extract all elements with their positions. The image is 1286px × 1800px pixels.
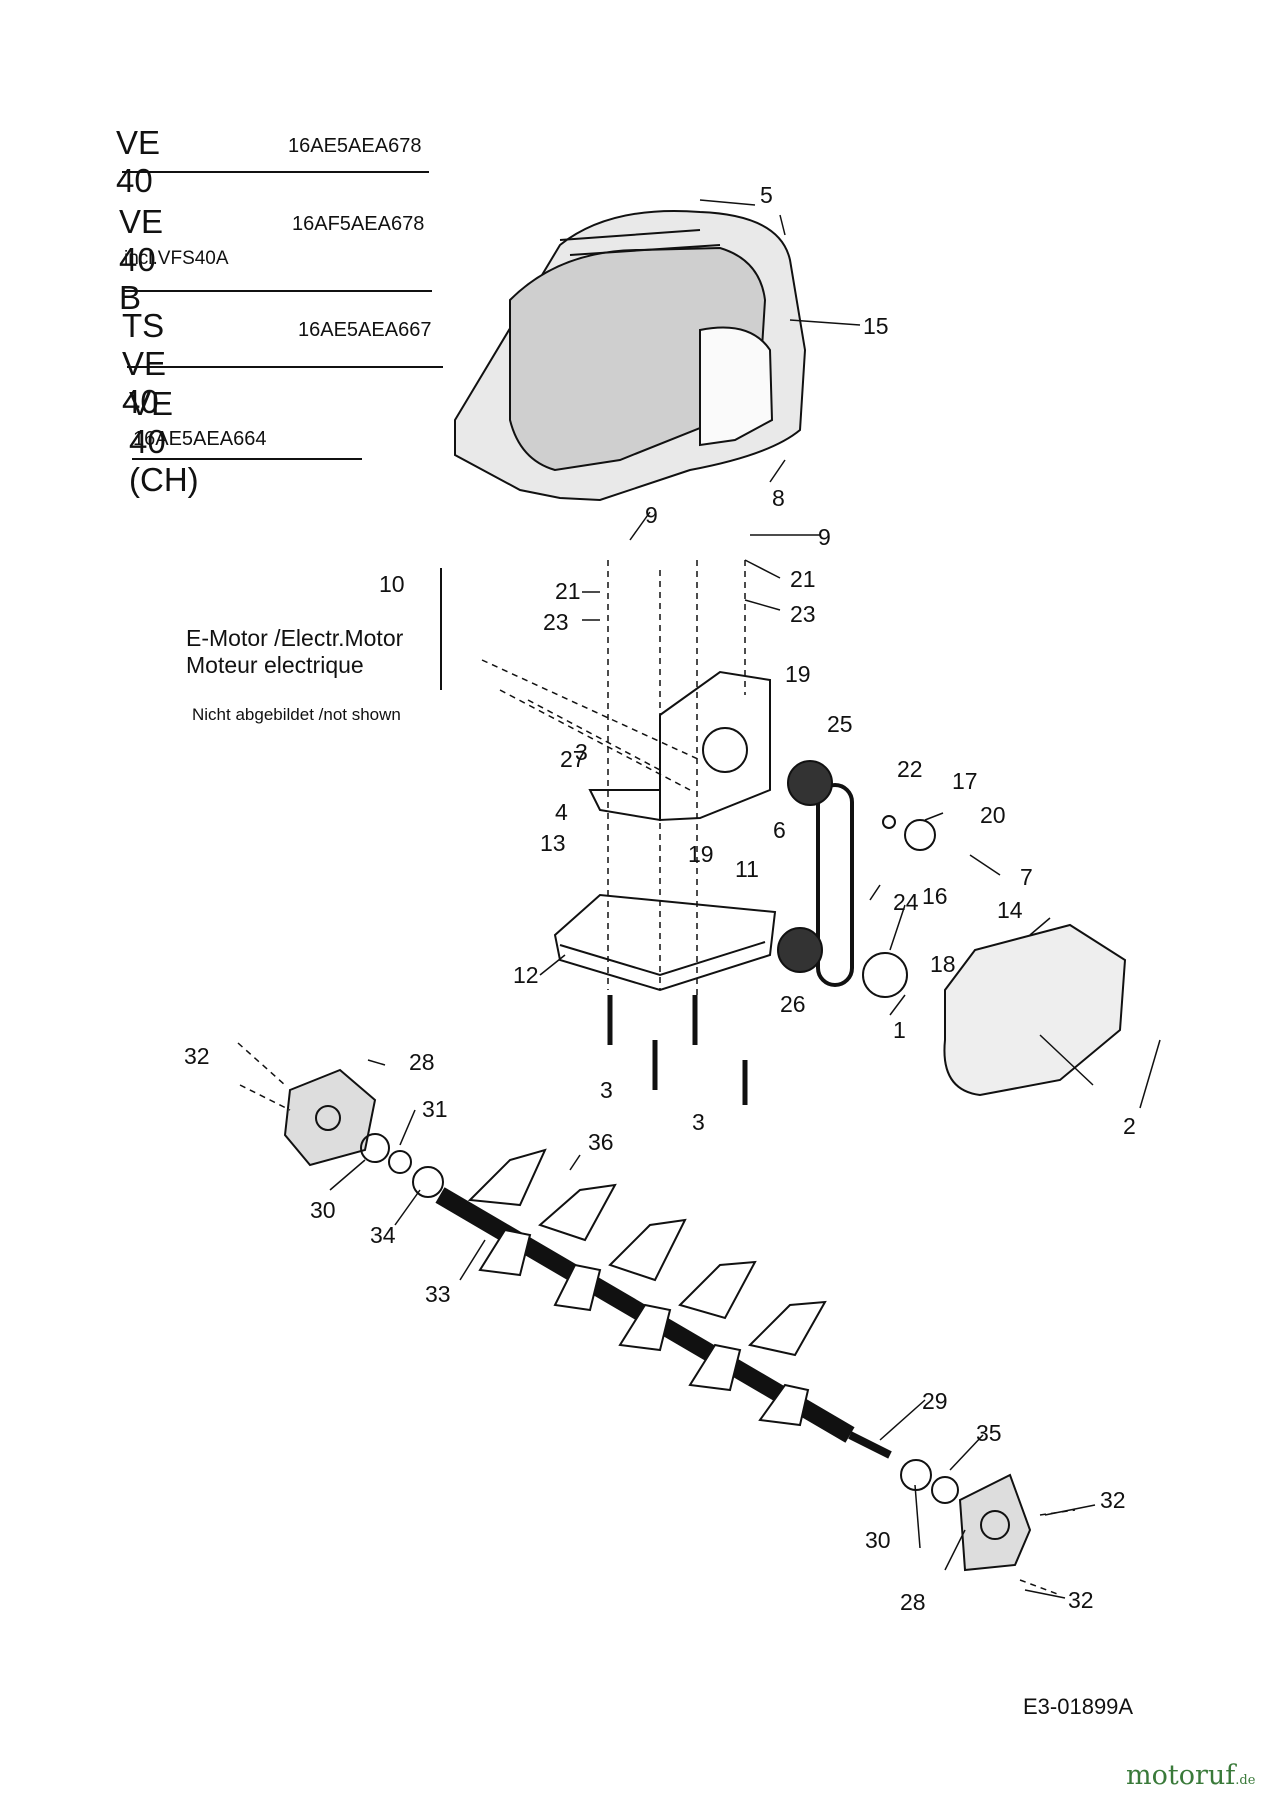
- callout: 19: [688, 841, 714, 867]
- brand-logo[interactable]: motoruf.de: [1126, 1760, 1255, 1791]
- model-code: 16AE5AEA667: [298, 319, 432, 341]
- bearing: [931, 1476, 959, 1504]
- callout: 28: [409, 1049, 435, 1075]
- not-shown-note: Nicht abgebildet /not shown: [192, 705, 401, 724]
- callout: 3: [692, 1109, 705, 1135]
- callout: 30: [865, 1527, 891, 1553]
- callout: 9: [818, 524, 831, 550]
- callout: 35: [976, 1420, 1002, 1446]
- callout: 1: [893, 1017, 906, 1043]
- callout: 11: [735, 856, 759, 882]
- divider: [127, 366, 443, 368]
- callout: 21: [555, 578, 581, 604]
- callout: 21: [790, 566, 816, 592]
- side-cover: [943, 923, 1127, 1097]
- callout: 30: [310, 1197, 336, 1223]
- callout: 22: [897, 756, 923, 782]
- callout: 32: [1100, 1487, 1126, 1513]
- callout: 17: [952, 768, 978, 794]
- model-code: 16AE5AEA678: [288, 135, 422, 157]
- drawing-code: E3-01899A: [1023, 1694, 1134, 1719]
- callout: 12: [513, 962, 539, 988]
- bearing: [412, 1166, 444, 1198]
- model-name: VE 40 (CH): [129, 385, 199, 498]
- bearing: [388, 1150, 412, 1174]
- callout: 3: [600, 1077, 613, 1103]
- model-note: incl.VFS40A: [124, 248, 229, 269]
- callout: 8: [772, 485, 785, 511]
- bolts: [607, 995, 748, 1105]
- pulley-top: [787, 760, 833, 806]
- divider: [122, 171, 429, 173]
- model-name: VE 40 B: [119, 203, 164, 316]
- callout: 13: [540, 830, 566, 856]
- callout: 6: [773, 817, 786, 843]
- callout: 18: [930, 951, 956, 977]
- callout: 36: [588, 1129, 614, 1155]
- bearing: [900, 1459, 932, 1491]
- callout: 34: [370, 1222, 396, 1248]
- motor-note-box: [188, 568, 442, 690]
- callout-labels: 1 2 3 3 3 4 5 6 7 8 9 9 11 12 13 14 15 1…: [184, 182, 1136, 1615]
- washer: [904, 819, 936, 851]
- divider: [122, 290, 432, 292]
- model-name: VE 40: [116, 124, 161, 199]
- housing-cover: [454, 209, 807, 502]
- callout: 25: [827, 711, 853, 737]
- model-name: TS VE 40: [122, 307, 167, 420]
- callout: 5: [760, 182, 773, 208]
- callout: 2: [1123, 1113, 1136, 1139]
- callout: 24: [893, 889, 919, 915]
- leader-lines: [329, 199, 1161, 1599]
- washer: [882, 815, 896, 829]
- callout: 19: [785, 661, 811, 687]
- motor-label-de-en: E-Motor /Electr.Motor: [186, 625, 404, 651]
- callout: 7: [1020, 864, 1033, 890]
- model-code: 16AE5AEA664: [133, 428, 267, 450]
- callout: 3: [575, 739, 588, 765]
- motor-label-fr: Moteur electrique: [186, 652, 364, 678]
- divider: [132, 458, 362, 460]
- callout: 28: [900, 1589, 926, 1615]
- callout: 9: [645, 502, 658, 528]
- motor-mount-plate: [588, 670, 771, 822]
- callout: 26: [780, 991, 806, 1017]
- callout: 33: [425, 1281, 451, 1307]
- bearing: [360, 1133, 390, 1163]
- callout: 32: [1068, 1587, 1094, 1613]
- callout: 15: [863, 313, 889, 339]
- tine-blades: [467, 1148, 827, 1427]
- base-plate: [553, 893, 777, 992]
- callout: 27: [560, 746, 586, 772]
- callout: 29: [922, 1388, 948, 1414]
- pulley-bottom: [777, 927, 823, 973]
- callout: 16: [922, 883, 948, 909]
- callout: 14: [997, 897, 1023, 923]
- callout: 23: [790, 601, 816, 627]
- callout: 23: [543, 609, 569, 635]
- callout: 4: [555, 799, 568, 825]
- brand-name: motoruf: [1126, 1760, 1236, 1791]
- bearing-plate-right: [958, 1473, 1032, 1572]
- motor-number: 10: [379, 571, 405, 597]
- washer: [862, 952, 908, 998]
- model-code: 16AF5AEA678: [292, 213, 425, 235]
- bearing-plate-left: [283, 1068, 377, 1167]
- callout: 32: [184, 1043, 210, 1069]
- callout: 20: [980, 802, 1006, 828]
- callout: 31: [422, 1096, 448, 1122]
- brand-tld: .de: [1235, 1773, 1256, 1788]
- drive-belt: [816, 783, 854, 987]
